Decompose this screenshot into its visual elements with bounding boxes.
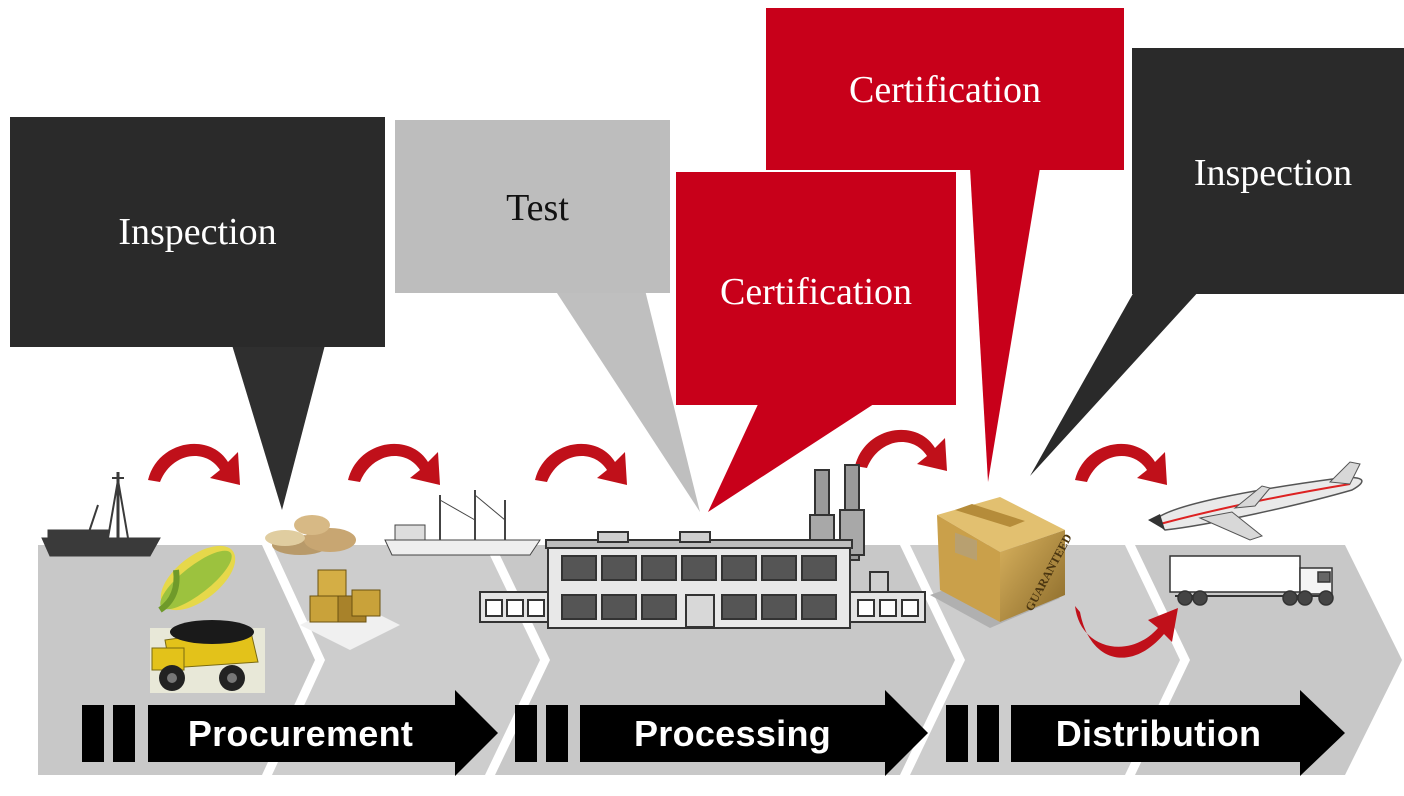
callout-inspection-right: Inspection [1193, 152, 1353, 194]
callout-certification-top: Certification [848, 69, 1042, 111]
callout-test: Test [506, 187, 569, 229]
corn-icon [158, 545, 236, 613]
stage-bar-distribution [946, 690, 1345, 776]
stage-bar-processing [515, 690, 928, 776]
factory-icon [479, 464, 926, 629]
callout-box-inspection-left [10, 117, 385, 347]
semi-truck-icon [1169, 555, 1334, 606]
curved-arrow-icon [855, 429, 947, 471]
stage-bar-procurement [82, 690, 498, 776]
callout-box-test [395, 120, 670, 293]
callout-tail-test [555, 290, 700, 512]
callout-certification-mid: Certification [719, 271, 913, 313]
guaranteed-box-icon: GUARANTEED [930, 497, 1075, 628]
curved-arrow-icon [535, 443, 627, 485]
callout-box-inspection-right [1132, 48, 1404, 294]
flow-arrows [148, 429, 1178, 658]
cargo-ship-icon [384, 490, 541, 556]
mining-truck-icon [150, 620, 265, 693]
grain-piles-icon [265, 515, 356, 555]
stage-label-processing: Processing [633, 713, 832, 754]
callout-box-certification-top [766, 8, 1124, 170]
callout-tail-certification-top [970, 168, 1040, 482]
callout-box-certification-mid [676, 172, 956, 405]
callout-tail-inspection-right [1030, 290, 1200, 476]
curved-arrow-icon [348, 443, 440, 485]
curved-arrow-icon [1075, 443, 1167, 485]
airplane-icon [1148, 461, 1363, 541]
oil-rig-ship-icon [41, 472, 161, 557]
curved-arrow-icon [1075, 606, 1178, 658]
callout-inspection-left: Inspection [118, 211, 277, 253]
cardboard-boxes-icon [300, 569, 400, 650]
callout-tail-certification-mid [708, 400, 880, 512]
stage-label-procurement: Procurement [187, 713, 414, 754]
stage-label-distribution: Distribution [1055, 713, 1262, 754]
curved-arrow-icon [148, 443, 240, 485]
callout-tail-inspection-left [232, 345, 325, 510]
